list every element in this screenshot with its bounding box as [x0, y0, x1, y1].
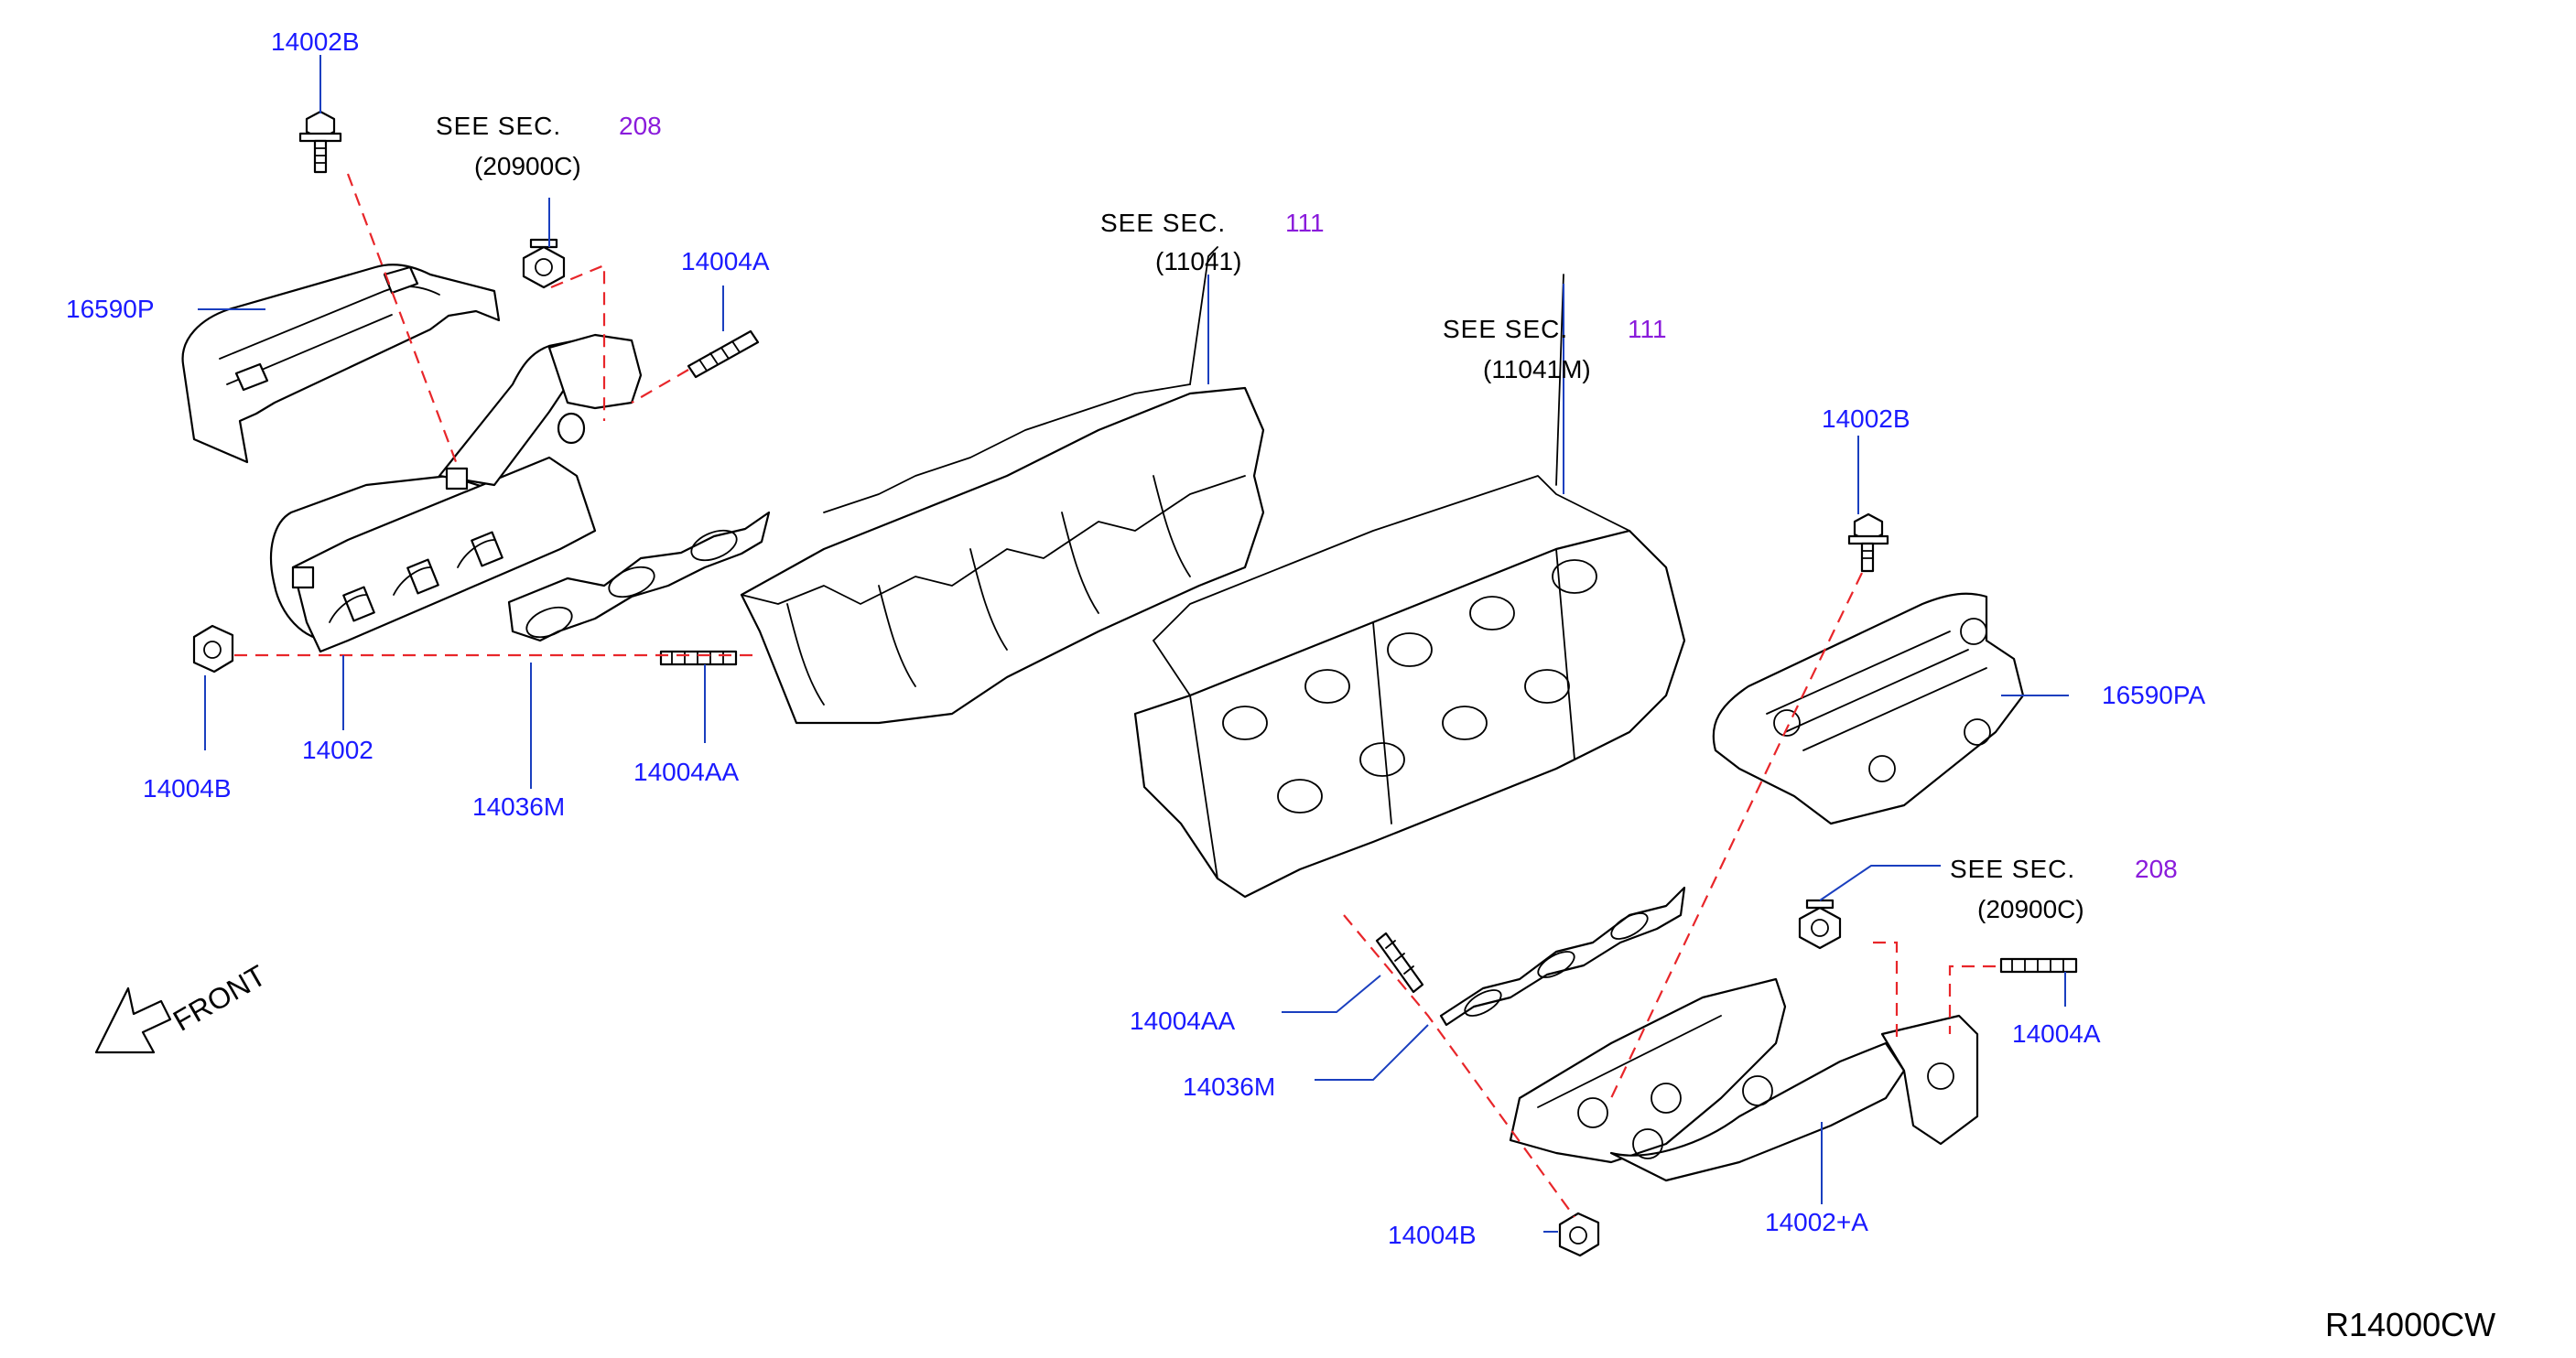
- left-stud-14004aa[interactable]: [659, 650, 738, 666]
- head-see-sec-text: SEE SEC.: [1100, 209, 1227, 237]
- left-nut-label[interactable]: 14004B: [143, 774, 232, 803]
- left-stud-14004a[interactable]: [687, 329, 760, 379]
- head-m-section-link-111[interactable]: 111: [1628, 315, 1667, 343]
- right-section-ref: (20900C): [1977, 895, 2084, 923]
- left-bolt-14002b[interactable]: [298, 110, 342, 174]
- left-nut-20900c[interactable]: [522, 238, 566, 289]
- left-see-sec-text: SEE SEC.: [436, 112, 562, 140]
- diagram-code: R14000CW: [2325, 1306, 2496, 1343]
- right-bolt-14002b[interactable]: [1847, 512, 1889, 573]
- right-bolt-label[interactable]: 14002B: [1822, 404, 1910, 433]
- left-nut-14004b[interactable]: [192, 624, 234, 674]
- left-stud-aa-label[interactable]: 14004AA: [633, 758, 740, 786]
- right-stud-14004aa[interactable]: [1375, 932, 1424, 994]
- right-section-link-208[interactable]: 208: [2135, 855, 2178, 883]
- right-gasket-label[interactable]: 14036M: [1183, 1072, 1276, 1101]
- cylinder-head-11041m[interactable]: [1133, 274, 1686, 899]
- right-stud-label[interactable]: 14004A: [2012, 1019, 2101, 1048]
- cylinder-head-11041[interactable]: [740, 246, 1265, 725]
- left-section-link-208[interactable]: 208: [619, 112, 662, 140]
- leader-lines: [198, 55, 2069, 1233]
- head-m-section-ref: (11041M): [1483, 355, 1591, 383]
- left-heat-shield-16590p[interactable]: [181, 264, 501, 464]
- left-section-ref: (20900C): [474, 152, 581, 180]
- left-gasket-label[interactable]: 14036M: [472, 792, 566, 821]
- head-section-ref: (11041): [1155, 247, 1242, 275]
- right-see-sec-text: SEE SEC.: [1950, 855, 2076, 883]
- left-bolt-label[interactable]: 14002B: [271, 27, 360, 56]
- right-manifold-label[interactable]: 14002+A: [1765, 1208, 1868, 1236]
- right-heat-shield-label[interactable]: 16590PA: [2102, 681, 2206, 709]
- left-manifold-label[interactable]: 14002: [302, 736, 373, 764]
- head-section-link-111[interactable]: 111: [1285, 209, 1325, 237]
- right-nut-20900c[interactable]: [1798, 899, 1842, 950]
- left-gasket-14036m[interactable]: [507, 511, 771, 643]
- right-nut-14004b[interactable]: [1558, 1212, 1600, 1257]
- right-stud-14004a[interactable]: [1999, 957, 2078, 974]
- front-arrow-icon: [94, 986, 172, 1054]
- right-manifold-14002a[interactable]: [1509, 977, 1979, 1182]
- head-m-see-sec-text: SEE SEC.: [1443, 315, 1569, 343]
- right-gasket-14036m[interactable]: [1439, 886, 1686, 1027]
- right-stud-aa-label[interactable]: 14004AA: [1130, 1007, 1236, 1035]
- right-heat-shield-16590pa[interactable]: [1712, 592, 2025, 825]
- left-heat-shield-label[interactable]: 16590P: [66, 295, 155, 323]
- left-stud-label[interactable]: 14004A: [681, 247, 770, 275]
- right-nut-label[interactable]: 14004B: [1388, 1221, 1477, 1249]
- left-manifold-14002[interactable]: [269, 333, 643, 653]
